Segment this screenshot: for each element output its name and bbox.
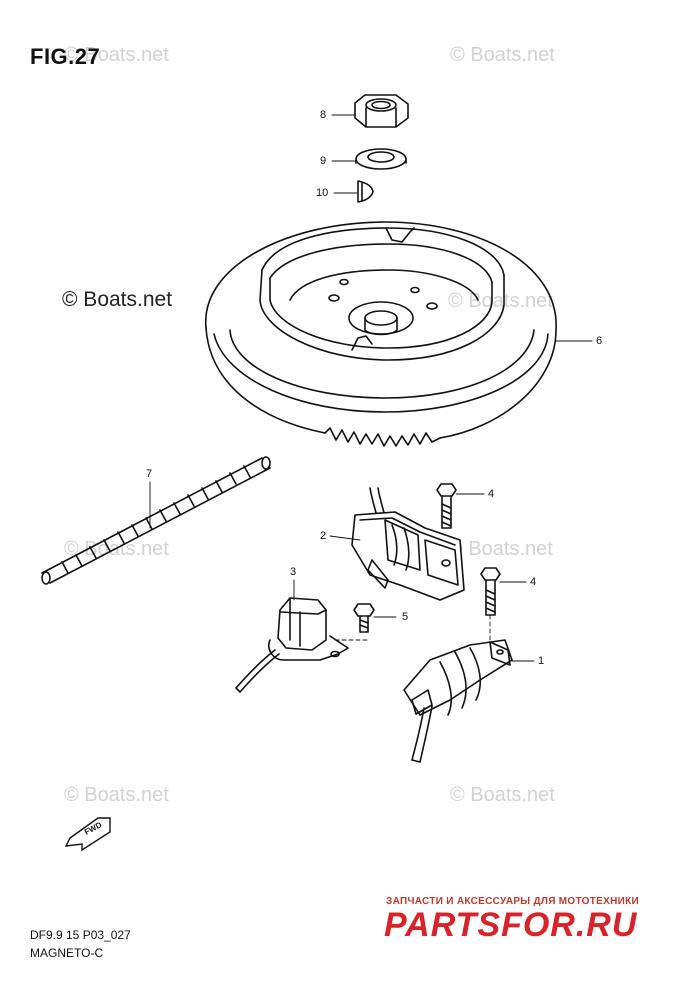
- shop-tagline: ЗАПЧАСТИ И АКСЕССУАРЫ ДЛЯ МОТОТЕХНИКИ: [386, 896, 639, 907]
- section-name: MAGNETO-C: [30, 946, 104, 960]
- flywheel-part-6: [205, 221, 557, 447]
- screw-part-5: [353, 603, 375, 633]
- watermark-top-right: © Boats.net: [450, 44, 555, 66]
- front-direction-arrow-icon: [64, 817, 111, 852]
- bolt-part-4-lower: [480, 567, 501, 616]
- charge-coil-part-2: [351, 487, 465, 601]
- watermark-mid-right: © Boats.net: [448, 290, 553, 312]
- callout-10: 10: [316, 187, 329, 199]
- callout-4-upper: 4: [488, 488, 495, 500]
- bolt-part-4-upper: [436, 483, 457, 529]
- callout-5: 5: [402, 611, 409, 623]
- watermark-mid-right-2: © Boats.net: [448, 538, 553, 560]
- model-code: DF9.9 15 P03_027: [30, 928, 131, 942]
- copyright-notice: © Boats.net: [62, 288, 173, 311]
- callout-3: 3: [290, 566, 297, 578]
- callout-2: 2: [320, 530, 327, 542]
- callout-4-lower: 4: [530, 576, 537, 588]
- watermark-bottom-right: © Boats.net: [450, 784, 555, 806]
- cdi-unit-part-3: [235, 597, 349, 693]
- shop-logo: PARTSFOR.RU: [384, 906, 638, 944]
- callout-9: 9: [320, 155, 327, 167]
- callout-1: 1: [538, 655, 545, 667]
- callout-6: 6: [596, 335, 603, 347]
- key-part-10: [357, 180, 374, 203]
- callout-7: 7: [146, 468, 153, 480]
- nut-part-8: [354, 94, 409, 128]
- callout-8: 8: [320, 109, 327, 121]
- figure-title: FIG.27: [30, 44, 101, 69]
- watermark-bottom-left: © Boats.net: [64, 784, 169, 806]
- washer-part-9: [355, 148, 407, 170]
- watermark-top-left: © Boats.net: [64, 44, 169, 66]
- tube-part-7: [41, 456, 271, 585]
- leader-lines: [149, 114, 593, 662]
- pulser-coil-part-1: [403, 639, 513, 763]
